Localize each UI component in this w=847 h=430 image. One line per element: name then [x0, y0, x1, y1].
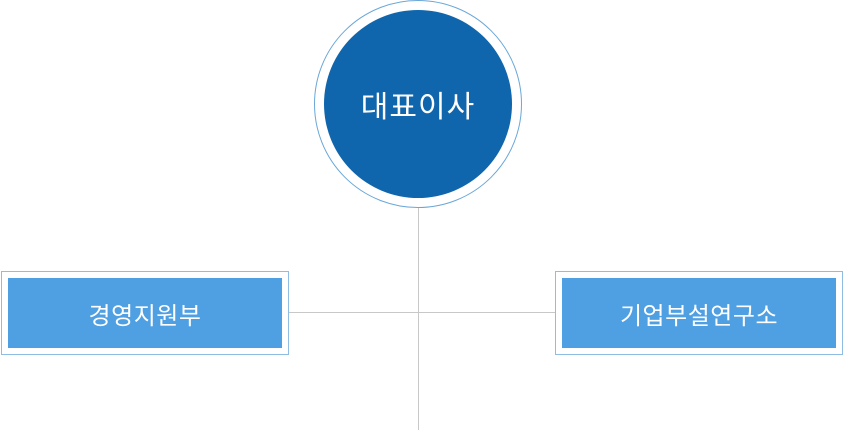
connector-horizontal-line [289, 312, 555, 313]
department-box: 기업부설연구소 [562, 278, 836, 348]
ceo-node: 대표이사 [314, 0, 522, 208]
department-box: 경영지원부 [8, 278, 282, 348]
department-label: 기업부설연구소 [619, 301, 779, 330]
ceo-label: 대표이사 [360, 90, 476, 125]
connector-vertical-line [418, 208, 419, 430]
department-label: 경영지원부 [88, 301, 202, 330]
department-node-management-support: 경영지원부 [1, 271, 289, 355]
ceo-node-circle: 대표이사 [324, 10, 512, 198]
department-node-research-institute: 기업부설연구소 [555, 271, 843, 355]
